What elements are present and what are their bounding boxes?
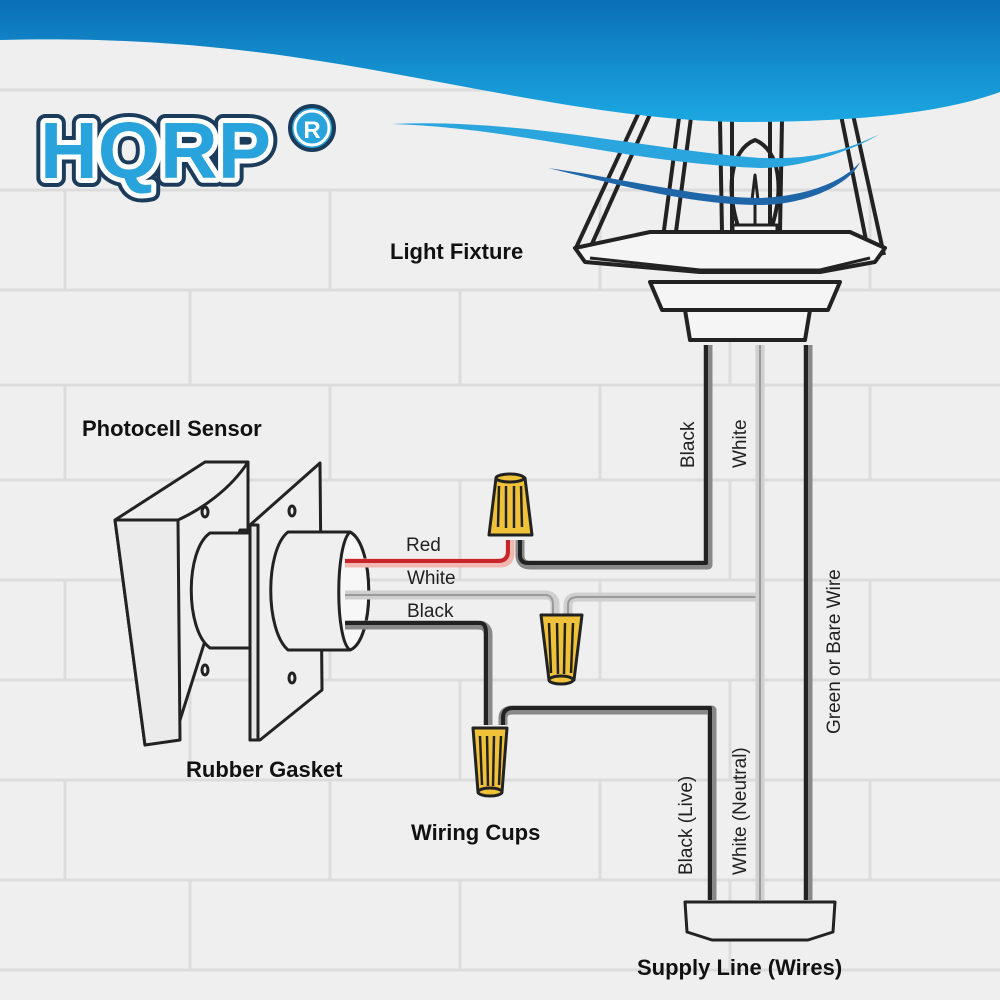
light-fixture-label: Light Fixture: [390, 239, 523, 264]
black-wire-label: Black: [407, 601, 454, 622]
svg-text:HQRP: HQRP: [40, 106, 271, 195]
swoosh-light: [392, 123, 880, 168]
supply-white-label: White (Neutral): [730, 747, 751, 875]
wire-nut-bottom: [471, 726, 509, 798]
supply-black-label: Black (Live): [676, 776, 697, 875]
header-banner: [0, 0, 1000, 205]
fixture-black-label: Black: [678, 421, 699, 468]
supply-box: [683, 900, 837, 942]
rubber-gasket: [248, 461, 371, 742]
logo-text: HQRP: [40, 106, 271, 195]
wire-nuts: [471, 472, 584, 798]
rubber-gasket-label: Rubber Gasket: [186, 757, 343, 782]
ground-wire-label: Green or Bare Wire: [824, 569, 845, 734]
photocell-sensor-label: Photocell Sensor: [82, 416, 262, 441]
red-wire-label: Red: [406, 535, 441, 556]
svg-text:R: R: [303, 117, 320, 144]
hqrp-logo: HQRP HQRP HQRP R: [31, 97, 336, 204]
fixture-white-label: White: [730, 419, 751, 468]
supply-line-label: Supply Line (Wires): [637, 955, 842, 980]
light-fixture: [573, 109, 887, 342]
wire-nut-middle: [539, 613, 584, 686]
wire-nut-top: [487, 472, 534, 537]
wires: [345, 345, 813, 900]
wiring-cups-label: Wiring Cups: [411, 820, 540, 845]
swoosh-dark: [548, 162, 860, 205]
photocell-sensor: [113, 460, 252, 747]
white-wire-label: White: [407, 568, 456, 589]
svg-text:HQRP: HQRP: [40, 106, 271, 195]
